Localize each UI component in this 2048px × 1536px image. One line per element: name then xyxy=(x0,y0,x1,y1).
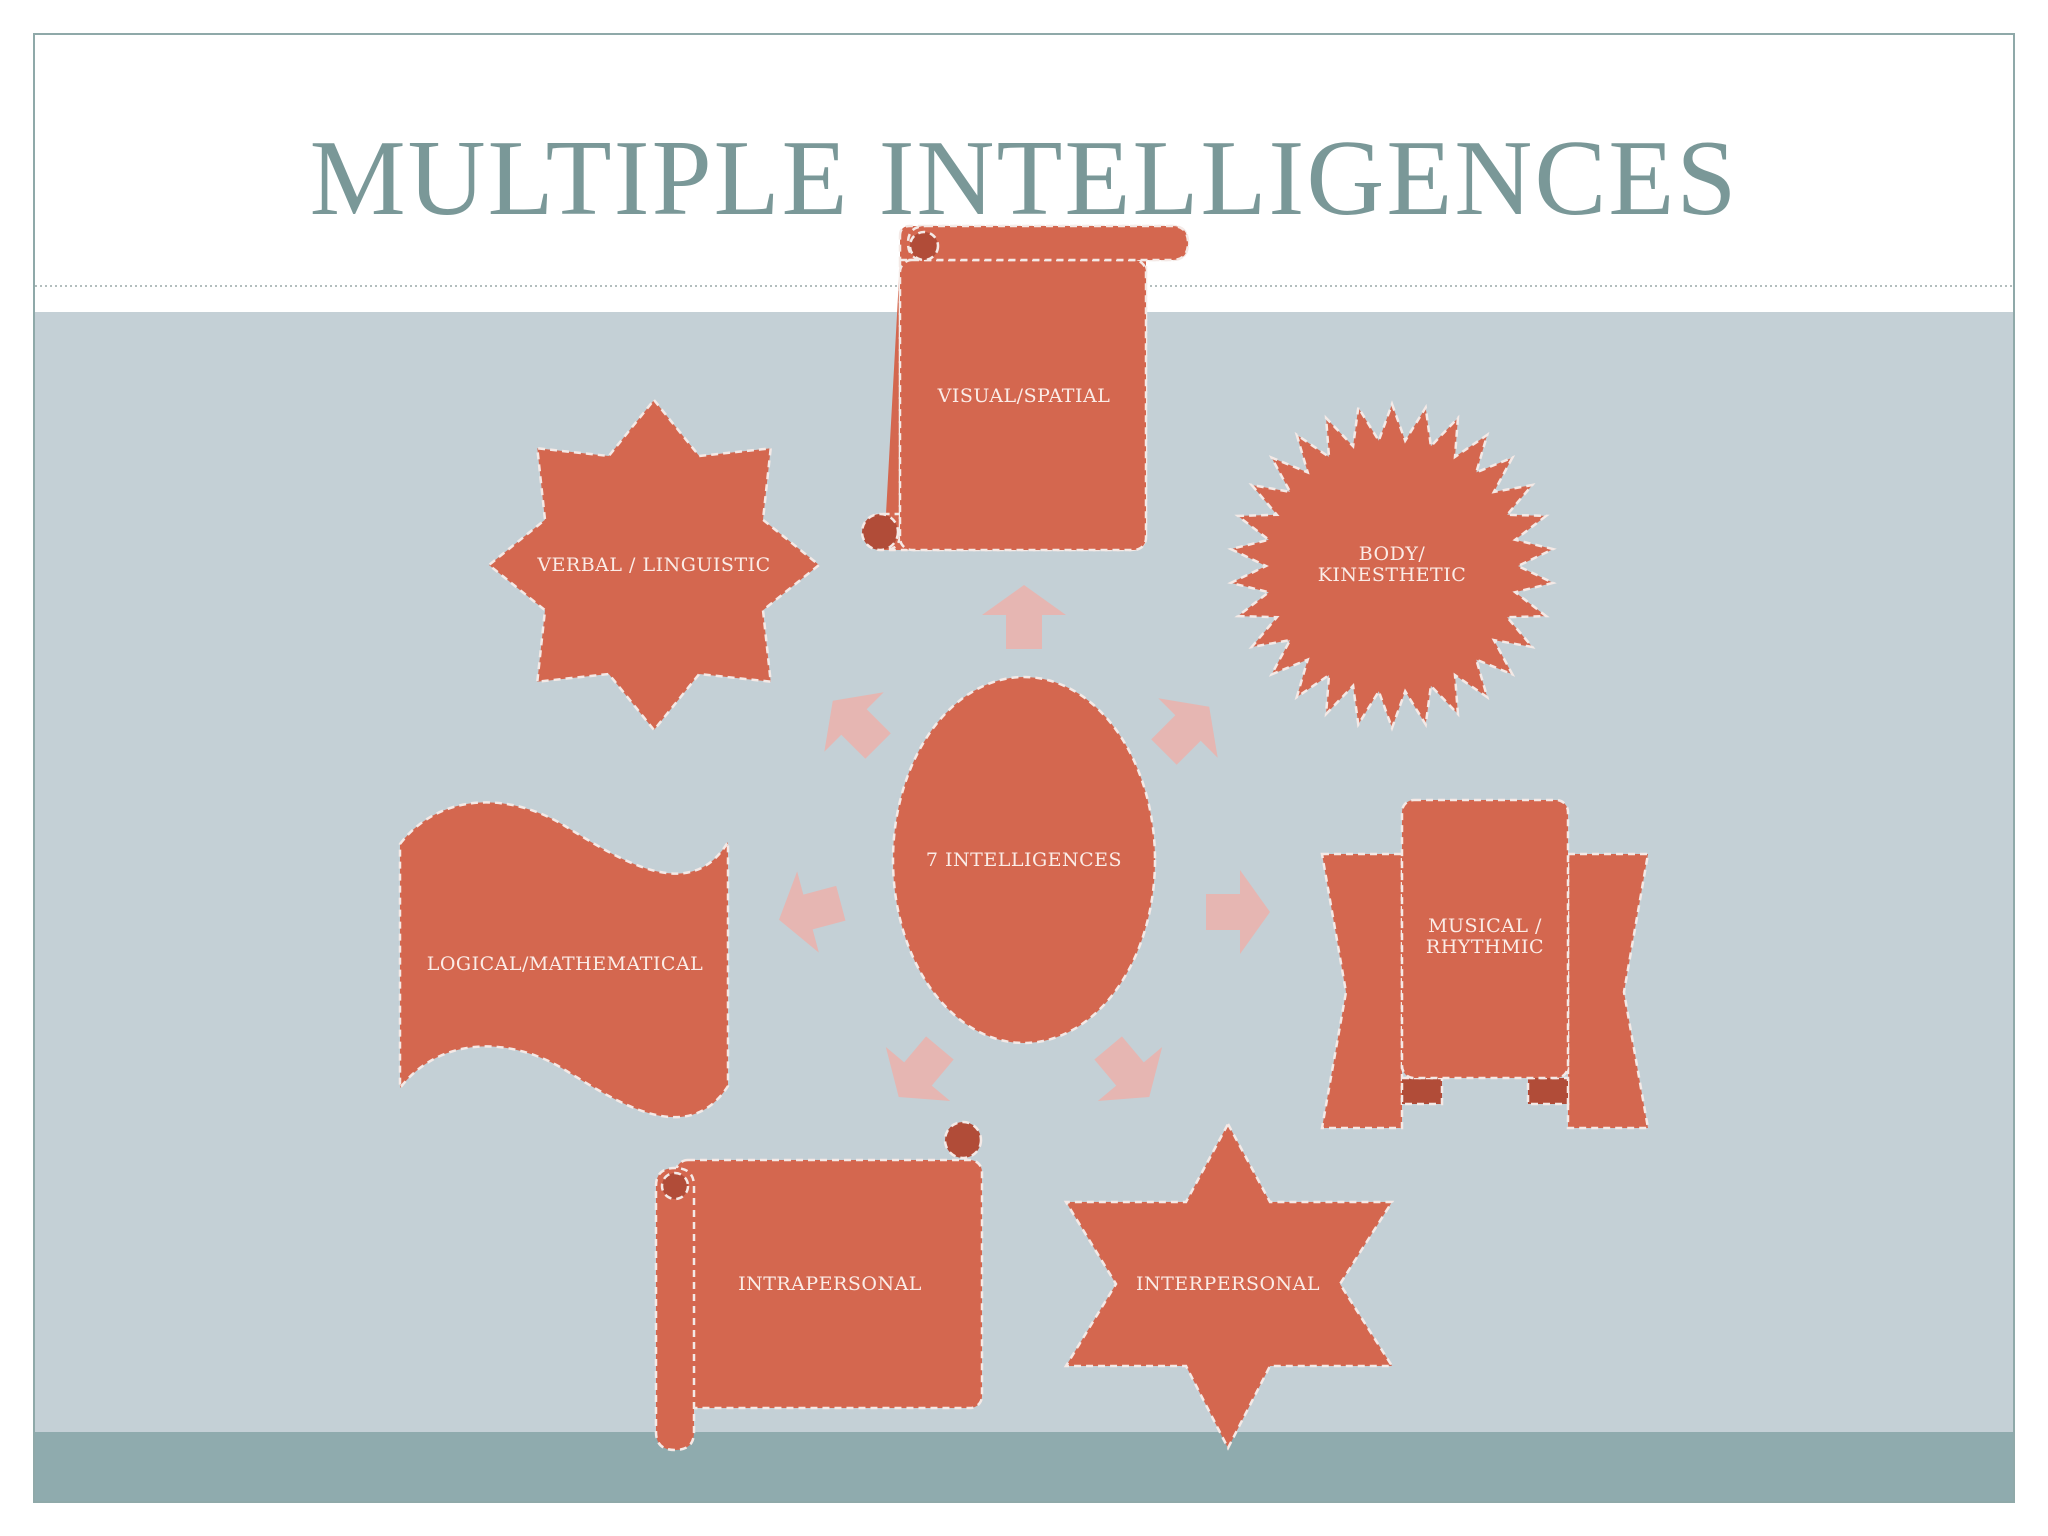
footer-band xyxy=(35,1432,2013,1501)
eight-point-star xyxy=(487,398,821,732)
starburst xyxy=(1227,400,1557,732)
arrow-right xyxy=(1206,870,1270,954)
scroll-top-roll xyxy=(906,224,1190,262)
node-body-kinesthetic: BODY/ KINESTHETIC xyxy=(1227,400,1557,732)
node-logical-mathematical: LOGICAL/MATHEMATICAL xyxy=(398,801,730,1119)
wave-shape xyxy=(398,801,730,1119)
arrow-upper-left xyxy=(824,692,891,759)
arrow-upper-right xyxy=(1151,698,1218,765)
interpersonal-label: INTERPERSONAL xyxy=(1136,1273,1320,1295)
node-visual-spatial: VISUAL/SPATIAL xyxy=(860,224,1190,552)
musical-rhythmic-label-1: MUSICAL / xyxy=(1428,915,1542,937)
ribbon-left-tail xyxy=(1320,852,1404,1130)
verbal-linguistic-label: VERBAL / LINGUISTIC xyxy=(536,554,770,576)
node-intrapersonal: INTRAPERSONAL xyxy=(654,1120,984,1452)
center-label: 7 INTELLIGENCES xyxy=(926,849,1122,871)
slide-title: MULTIPLE INTELLIGENCES xyxy=(310,119,1739,238)
ribbon-left-fold xyxy=(1400,1076,1444,1106)
node-verbal-linguistic: VERBAL / LINGUISTIC xyxy=(487,398,821,732)
center-ellipse xyxy=(891,675,1157,1045)
arrow-lower-left xyxy=(885,1036,954,1101)
center-node: 7 INTELLIGENCES xyxy=(891,675,1157,1045)
arrow-lower-right xyxy=(1094,1036,1163,1101)
scroll-top-curl xyxy=(908,230,940,262)
hscroll-left-curl xyxy=(660,1171,690,1201)
hscroll-panel xyxy=(674,1158,984,1410)
hscroll-right-curl xyxy=(943,1120,983,1160)
body-kinesthetic-label-1: BODY/ xyxy=(1359,543,1426,565)
node-interpersonal: INTERPERSONAL xyxy=(1063,1121,1395,1451)
musical-rhythmic-label-2: RHYTHMIC xyxy=(1426,936,1544,958)
body-kinesthetic-label-2: KINESTHETIC xyxy=(1318,564,1467,586)
scroll-bottom-curl xyxy=(860,512,900,552)
logical-mathematical-label: LOGICAL/MATHEMATICAL xyxy=(427,953,704,975)
hscroll-left-roll xyxy=(654,1166,696,1452)
intrapersonal-label: INTRAPERSONAL xyxy=(738,1273,922,1295)
ribbon-center xyxy=(1400,798,1570,1080)
node-musical-rhythmic: MUSICAL / RHYTHMIC xyxy=(1320,798,1650,1130)
arrow-left xyxy=(779,871,846,953)
six-point-star xyxy=(1063,1121,1395,1451)
connector-arrows xyxy=(779,585,1270,1101)
ribbon-right-fold xyxy=(1526,1076,1570,1106)
visual-spatial-label: VISUAL/SPATIAL xyxy=(937,385,1111,407)
arrow-up xyxy=(982,585,1066,649)
